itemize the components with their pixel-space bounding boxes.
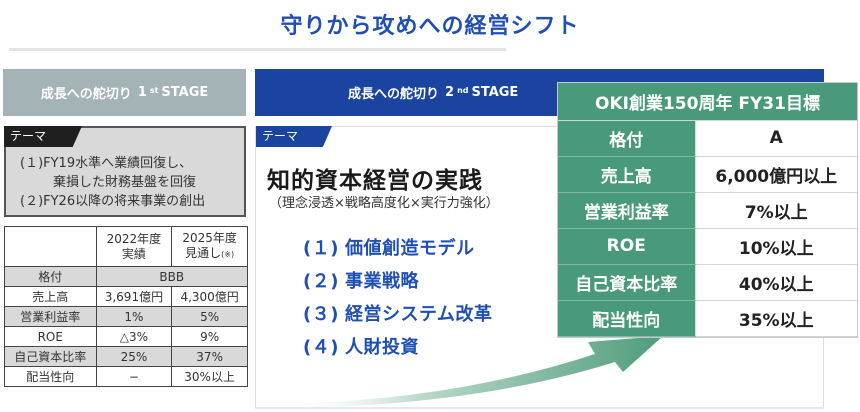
- stage1-kpi-table: 2022年度 実績 2025年度 見通し(※) 格付 BBB 売上高 3,691…: [4, 226, 249, 387]
- target-value: A: [694, 120, 857, 157]
- title-divider-line: [9, 48, 506, 50]
- row-label: 格付: [4, 266, 97, 287]
- target-value: 6,000億円以上: [694, 156, 857, 193]
- cell-value: △3%: [95, 326, 173, 347]
- target-row: 自己資本比率 40%以上: [558, 264, 857, 301]
- cell-value: −: [95, 366, 173, 387]
- target-label: 格付: [558, 120, 695, 157]
- theme-line: (１)FY19水準へ業績回復し、: [20, 156, 193, 171]
- header-line: 見通し: [185, 246, 222, 260]
- target-value: 7%以上: [694, 192, 857, 229]
- cell-value: 4,300億円: [171, 286, 248, 307]
- target-title: OKI創業150周年 FY31目標: [558, 83, 857, 121]
- table-row: 格付 BBB: [4, 266, 249, 287]
- stage2-num: 2: [445, 85, 455, 100]
- target-row: 配当性向 35%以上: [558, 300, 857, 337]
- theme-line: (２)FY26以降の将来事業の創出: [20, 194, 206, 209]
- cell-value: 25%: [95, 346, 173, 367]
- footnote-mark: (※): [221, 250, 235, 259]
- cell-value: 3,691億円: [95, 286, 173, 307]
- target-value: 35%以上: [694, 300, 857, 337]
- pillar-item: (４)人財投資: [303, 331, 492, 364]
- target-row: 格付 A: [558, 120, 857, 157]
- header-line: 2022年度: [106, 231, 162, 246]
- target-header-row: OKI創業150周年 FY31目標: [558, 83, 857, 121]
- strategy-pillars: (１)価値創造モデル (２)事業戦略 (３)経営システム改革 (４)人財投資: [303, 232, 492, 364]
- target-value: 40%以上: [694, 264, 857, 301]
- pillar-num: (２): [303, 271, 339, 292]
- target-label: 売上高: [558, 156, 695, 193]
- pillar-item: (３)経営システム改革: [303, 298, 492, 331]
- theme-line: 棄損した財務基盤を回復: [53, 175, 197, 190]
- cell-value: 9%: [171, 326, 248, 347]
- target-row: 売上高 6,000億円以上: [558, 156, 857, 193]
- table-row: 営業利益率 1% 5%: [4, 306, 248, 327]
- pillar-item: (１)価値創造モデル: [303, 232, 492, 265]
- stage1-theme-box: テーマ (１)FY19水準へ業績回復し、 棄損した財務基盤を回復 (２)FY26…: [4, 126, 246, 217]
- panel-top-line: [256, 126, 825, 127]
- table-row: ROE △3% 9%: [4, 326, 248, 347]
- pillar-label: 価値創造モデル: [344, 238, 475, 259]
- target-row: 営業利益率 7%以上: [558, 192, 857, 229]
- table-row: 配当性向 − 30%以上: [4, 366, 248, 387]
- page-title: 守りから攻めへの経営シフト: [280, 14, 580, 39]
- target-label: 配当性向: [558, 300, 695, 337]
- growth-arrow-icon: [285, 336, 663, 408]
- stage1-word: STAGE: [161, 85, 209, 100]
- pillar-label: 事業戦略: [344, 271, 419, 292]
- stage1-sup: st: [149, 86, 159, 95]
- theme-tag: テーマ: [256, 126, 332, 147]
- pillar-num: (３): [303, 304, 339, 325]
- header-line: 2025年度: [182, 231, 237, 245]
- row-label: 売上高: [4, 286, 97, 307]
- pillar-num: (４): [303, 337, 339, 358]
- target-label: ROE: [558, 228, 695, 265]
- pillar-label: 人財投資: [344, 337, 419, 358]
- stage1-theme-text: (１)FY19水準へ業績回復し、 棄損した財務基盤を回復 (２)FY26以降の将…: [20, 154, 205, 211]
- pillar-num: (１): [303, 238, 339, 259]
- cell-value: BBB: [95, 266, 249, 287]
- target-label: 自己資本比率: [558, 264, 695, 301]
- target-label: 営業利益率: [558, 192, 695, 229]
- row-label: 営業利益率: [4, 306, 97, 327]
- target-row: ROE 10%以上: [558, 228, 857, 265]
- stage1-num: 1: [137, 85, 147, 100]
- target-value: 10%以上: [694, 228, 857, 265]
- row-label: 自己資本比率: [4, 346, 97, 367]
- table-header-2022: 2022年度 実績: [95, 226, 173, 267]
- table-header-row: 2022年度 実績 2025年度 見通し(※): [4, 226, 248, 267]
- pillar-item: (２)事業戦略: [303, 265, 492, 298]
- table-row: 売上高 3,691億円 4,300億円: [4, 286, 248, 307]
- table-row: 自己資本比率 25% 37%: [4, 346, 248, 367]
- table-header-empty: [4, 226, 97, 267]
- stage2-word: STAGE: [471, 85, 519, 100]
- cell-value: 37%: [171, 346, 248, 367]
- sub-theme: （理念浸透×戦略高度化×実行力強化）: [269, 196, 499, 211]
- row-label: 配当性向: [4, 366, 97, 387]
- row-label: ROE: [4, 326, 97, 347]
- cell-value: 30%以上: [171, 366, 248, 387]
- main-theme: 知的資本経営の実践: [267, 168, 483, 194]
- table-header-2025: 2025年度 見通し(※): [171, 226, 248, 267]
- theme-tag: テーマ: [4, 126, 82, 147]
- cell-value: 5%: [171, 306, 248, 327]
- header-line: 実績: [121, 246, 146, 261]
- stage2-label: 成長への舵切り: [348, 87, 440, 102]
- pillar-label: 経営システム改革: [344, 304, 493, 325]
- stage1-label: 成長への舵切り: [40, 87, 132, 102]
- cell-value: 1%: [95, 306, 173, 327]
- stage2-sup: nd: [457, 86, 469, 95]
- fy31-target-table: OKI創業150周年 FY31目標 格付 A 売上高 6,000億円以上 営業利…: [558, 83, 857, 337]
